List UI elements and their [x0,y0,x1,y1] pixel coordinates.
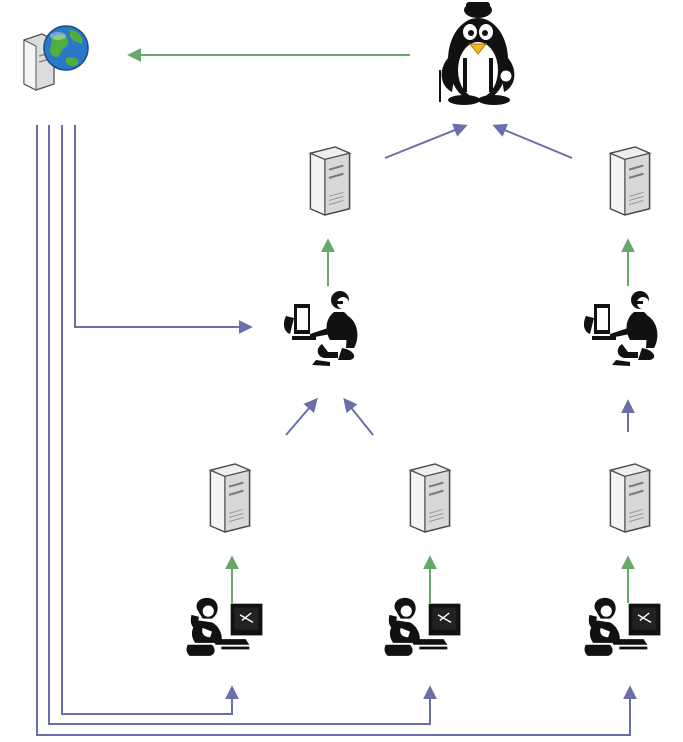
green-arrows [127,48,635,603]
arrow-server-left-to-man-center [285,397,318,436]
server-icon-bottom-right [609,462,651,534]
link-root-to-woman-center [48,125,437,725]
web-server-globe-icon [23,25,89,91]
link-root-to-woman-left [61,125,239,715]
penguin-gentleman-icon [439,2,515,105]
arrow-server-mid-to-man-center [343,397,374,436]
woman-at-computer-icon-center [383,597,462,657]
link-root-to-man-center [74,125,253,334]
man-at-computer-icon-center [283,291,358,366]
server-icon-top-right [609,145,651,217]
link-root-to-woman-right [36,125,637,736]
woman-at-computer-icon-left [185,597,264,657]
arrow-server-right-to-penguin [492,123,573,159]
arrow-server-center-to-penguin [384,123,468,159]
tier-arrows [285,123,635,436]
woman-at-computer-icon-right [583,597,662,657]
root-feedback-lines [36,125,637,736]
man-at-computer-icon-right [583,291,658,366]
server-icon-top-center [309,145,351,217]
server-icon-bottom-left [209,462,251,534]
server-icon-bottom-center [409,462,451,534]
